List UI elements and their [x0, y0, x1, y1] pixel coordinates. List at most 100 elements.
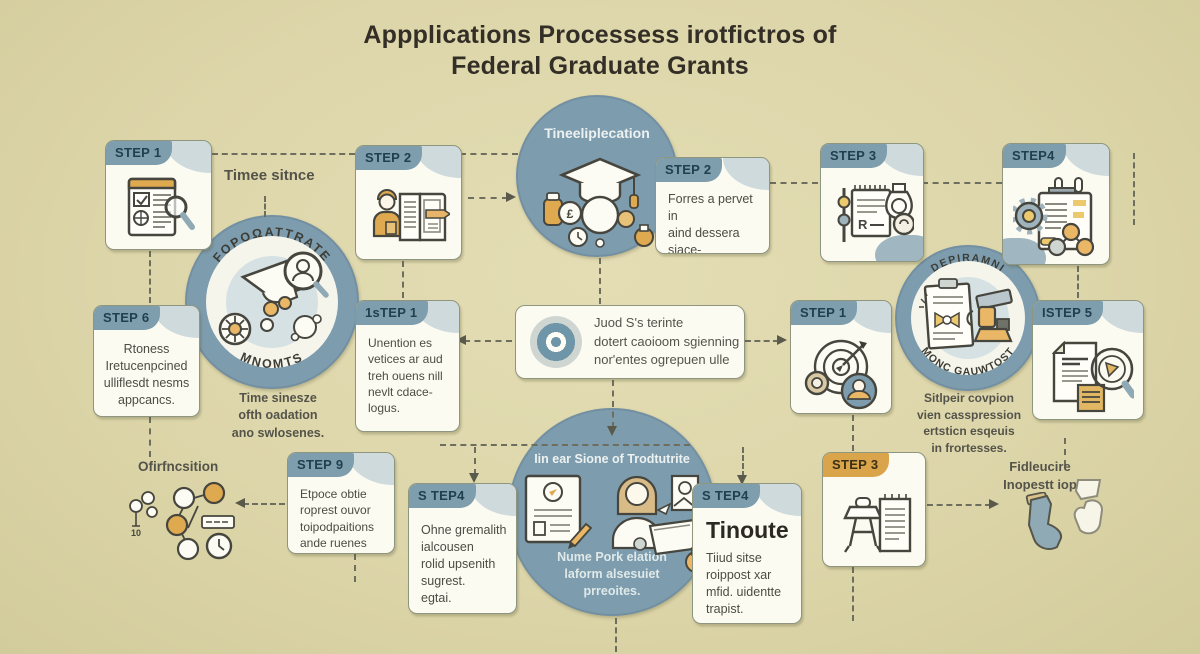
text-line: Sitlpeir covpion	[923, 391, 1014, 405]
target-ring-icon	[530, 316, 582, 368]
dashed-connector	[464, 340, 512, 342]
text-line: ialcousen	[421, 540, 474, 554]
card-step2-description: STEP 2 Forres a pervet in aind dessera s…	[655, 157, 770, 254]
boot-icon	[1025, 492, 1063, 550]
text-line: Fidleucire	[1009, 459, 1071, 474]
dashed-connector	[615, 618, 617, 652]
text-line: Forres a pervet in	[668, 192, 753, 223]
dashed-connector	[745, 340, 779, 342]
card-step1-mid-description: 1sTEP 1 Unention es vetices ar aud treh …	[355, 300, 460, 432]
card-corner-decoration	[348, 453, 394, 485]
circle-right-arc-text: DEPIRAMNI MONC GAUWTOST	[919, 252, 1016, 378]
graduate-student-money-icon: £	[543, 157, 654, 248]
step-badge: 1sTEP 1	[356, 301, 429, 325]
label-time-block: Time sinesze ofth oadation ano swlosenes…	[213, 390, 343, 442]
text-line: Tiiud sitse	[706, 551, 762, 565]
text-line: nor'entes ogrepuen ulle	[594, 352, 730, 368]
card-corner-decoration	[470, 484, 516, 516]
text-line: roprest ouvor	[300, 503, 371, 518]
text-line: Rtoness	[123, 342, 170, 356]
text-line: ande ruenes	[300, 535, 367, 550]
step-badge: STEP4	[1003, 144, 1066, 168]
card-text: Unention es vetices ar aud treh ouens ni…	[368, 335, 452, 417]
label-sitlpeir-block: Sitlpeir covpion vien casspression ertst…	[893, 390, 1045, 456]
document-magnifier-check-icon	[1051, 340, 1134, 413]
step-badge: STEP 6	[94, 306, 161, 330]
text-line: prreoites.	[583, 584, 641, 599]
text-line: roippost xar	[706, 568, 772, 582]
dashed-connector	[149, 417, 151, 457]
target-arrow-person-icon	[804, 339, 878, 410]
svg-text:MNOMTS: MNOMTS	[238, 350, 305, 372]
text-line: mfid. uidentte	[706, 585, 782, 599]
text-line: treh ouens nill	[368, 368, 443, 383]
text-line: in frortesses.	[931, 440, 1007, 455]
circle-bottom-title: Iin ear Sione of Trodtutrite	[534, 452, 690, 466]
dashed-connector	[1077, 266, 1079, 298]
dashed-connector	[468, 197, 508, 199]
card-corner-decoration	[1097, 301, 1143, 333]
step-badge: STEP 2	[356, 146, 423, 170]
text-line: vien casspression	[916, 407, 1022, 422]
card-step6-description: STEP 6 Rtoness Iretucenpcined ulliflesdt…	[93, 305, 200, 417]
text-line: sugrest.	[421, 574, 466, 588]
card-step3-lamp-notes: STEP 3	[822, 452, 926, 567]
text-line: rolid upsenith	[421, 557, 496, 571]
center-info-box: Juod S's terinte dotert caoioom sgiennin…	[515, 305, 745, 379]
document-magnifier-icon	[127, 177, 195, 237]
graduation-cap-coins-gear-icon	[218, 251, 329, 346]
card-step4-bottom-left-description: S TEP4 Ohne gremalith ialcousen rolid up…	[408, 483, 517, 614]
step-badge: STEP 3	[823, 453, 890, 477]
arrow-right-icon	[777, 335, 787, 345]
card-text: Etpoce obtie roprest ouvor toipodpaition…	[300, 486, 387, 551]
dashed-connector	[460, 153, 518, 155]
card-text: Tiiud sitse roippost xar mfid. uidentte …	[706, 550, 794, 618]
arrow-left-icon	[235, 498, 245, 508]
step-badge: STEP 1	[106, 141, 173, 165]
notepad-moneybag-icon: R	[837, 183, 914, 242]
text-line: dotert caoioom sgienning	[594, 333, 740, 349]
text-line: Nume Pork elation	[557, 550, 667, 565]
step-badge: STEP 9	[288, 453, 355, 477]
dashed-connector	[770, 182, 818, 184]
dashed-connector	[1133, 153, 1135, 225]
text-line: Etpoce obtie	[300, 487, 367, 501]
circle-top-label: Tineeliplecation	[544, 125, 650, 141]
gloves-icon	[1073, 479, 1104, 535]
dashed-connector	[212, 153, 355, 155]
text-line: Juod S's terinte	[594, 315, 684, 331]
dashed-connector	[474, 447, 476, 475]
card-text: Rtoness Iretucenpcined ulliflesdt nesms …	[99, 341, 194, 409]
label-ofirfncsition: Ofirfncsition	[138, 459, 219, 474]
dashed-connector	[243, 503, 285, 505]
card-text: Forres a pervet in aind dessera siace- a…	[668, 191, 762, 254]
circle-node-left: FOPOΩATTRATE MNOMTS	[185, 215, 359, 389]
card-step2-reading: STEP 2	[355, 145, 462, 260]
title-line-1: Appplications Processess irotfictros of	[363, 21, 837, 49]
label-timee-sitnce: Timee sitnce	[224, 167, 315, 184]
text-line: egtai.	[421, 591, 452, 605]
document-gear-network-icon	[1013, 177, 1095, 257]
text-line: ulliflesdt nesms	[103, 376, 190, 390]
circle-node-top: Tineeliplecation £	[516, 95, 678, 257]
card-corner-decoration	[1063, 144, 1109, 176]
text-line: aind dessera siace-	[668, 226, 740, 254]
card-text: Ohne gremalith ialcousen rolid upsenith …	[421, 522, 509, 607]
arrow-right-icon	[989, 499, 999, 509]
person-open-book-icon	[372, 189, 450, 242]
dashed-connector	[612, 380, 614, 428]
card-step1-target: STEP 1	[790, 300, 892, 414]
arrow-right-icon	[506, 192, 516, 202]
title-line-2: Federal Graduate Grants	[451, 51, 749, 80]
step-badge: S TEP4	[693, 484, 760, 508]
text-line: Iretucenpcined	[105, 359, 188, 373]
svg-text:£: £	[567, 207, 574, 221]
arrow-down-icon	[607, 426, 617, 436]
circle-node-right: DEPIRAMNI MONC GAUWTOST	[895, 245, 1041, 391]
circle-bottom-caption: Nume Pork elation laform alsesuiet prreo…	[508, 549, 716, 600]
step-badge: STEP 1	[791, 301, 858, 325]
text-line: Inopestt iop	[1003, 476, 1077, 492]
svg-text:10: 10	[131, 528, 141, 538]
arrow-left-icon	[456, 335, 466, 345]
